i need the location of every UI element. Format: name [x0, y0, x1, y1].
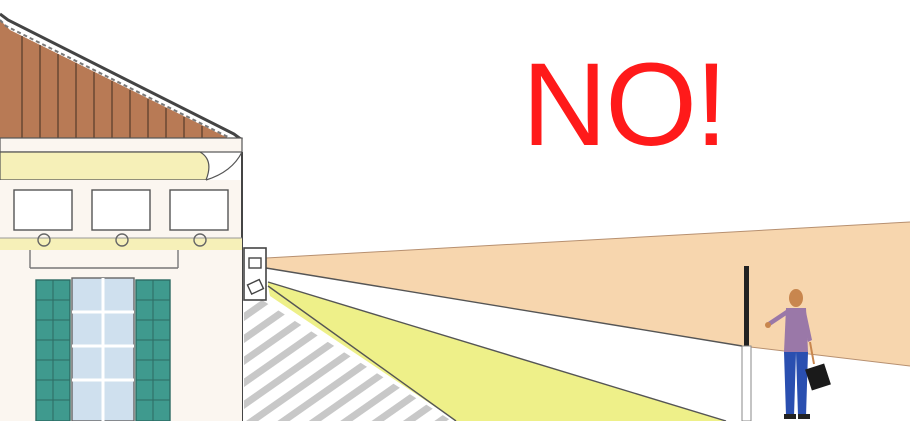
person-with-briefcase-icon — [765, 289, 831, 419]
camera-icon — [243, 247, 267, 301]
no-warning-text: NO! — [522, 39, 728, 171]
hatched-pavement — [244, 300, 452, 421]
building — [0, 12, 243, 421]
pole-icon — [741, 266, 752, 421]
